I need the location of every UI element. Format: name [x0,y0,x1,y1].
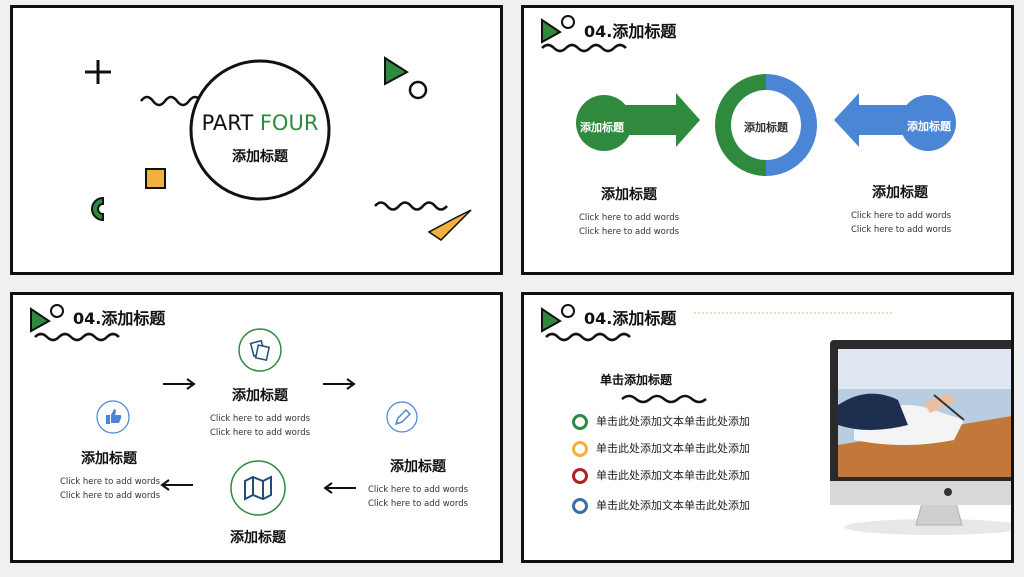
slide-list-monitor[interactable]: 04.添加标题 单击添加标题 单击此处添加文本单击此处添加单击此处添加文本单击此… [521,292,1014,563]
right-text-2: Click here to add words [367,499,469,509]
wave-line [34,332,120,342]
header-decor [541,15,956,176]
list-item-text: 单击此处添加文本单击此处添加 [596,469,750,482]
left-text-1: Click here to add words [578,213,680,223]
left-title: 添加标题 [81,451,137,467]
zigzag-line-2 [374,201,448,211]
left-circle [576,95,632,151]
circle-shape [561,15,575,29]
bullet-ring-icon [572,414,588,430]
list-item-text: 单击此处添加文本单击此处添加 [596,442,750,455]
left-title: 添加标题 [601,187,657,203]
left-text-2: Click here to add words [59,491,161,501]
part-subtitle: 添加标题 [232,149,288,165]
bullet-ring-icon [572,441,588,457]
slide4-graphics [541,304,1011,535]
subtitle-wave [621,394,707,404]
title-circle [189,59,331,201]
square-shape [145,168,166,189]
circle-shape [50,304,64,318]
decorations [85,56,472,241]
ring-left-half [715,74,766,176]
right-title: 添加标题 [390,459,446,475]
bottom-title: 添加标题 [230,530,286,546]
top-text-1: Click here to add words [209,414,311,424]
slide-cycle[interactable]: 04.添加标题 添加标题 Click here to add words Cli… [10,292,503,563]
top-text-2: Click here to add words [209,428,311,438]
top-title: 添加标题 [232,388,288,404]
list-subtitle: 单击添加标题 [599,373,672,387]
arc-shape [91,196,104,222]
left-text-1: Click here to add words [59,477,161,487]
ring-right-half [766,74,817,176]
bullet-ring-icon [572,468,588,484]
monitor-image [830,340,1011,535]
triangle-shape [541,18,562,44]
apple-logo-icon [944,488,952,496]
wave-line [545,332,631,342]
pencil-icon [386,401,418,433]
parallelogram-shape [427,209,472,241]
center-label: 添加标题 [744,121,788,134]
list-item-text: 单击此处添加文本单击此处添加 [596,499,750,512]
slide-arrows[interactable]: 04.添加标题 添加标题 添加标题 添加标题 添加标题 Click here t… [521,5,1014,275]
triangle-shape [541,307,562,333]
triangle-shape [384,56,409,86]
left-circle-label: 添加标题 [580,121,624,134]
cycle-arrows [160,378,356,494]
slide-header: 04.添加标题 [584,22,677,41]
triangle-shape [30,307,51,333]
right-circle [900,95,956,151]
right-circle-label: 添加标题 [907,120,951,133]
right-text-1: Click here to add words [850,211,952,221]
cycle-graphics [30,304,418,516]
circle-shape [408,80,428,100]
right-title: 添加标题 [872,185,928,201]
slide-header: 04.添加标题 [584,309,677,328]
right-text-1: Click here to add words [367,485,469,495]
left-text-2: Click here to add words [578,227,680,237]
circle-shape [561,304,575,318]
wave-line [541,43,627,53]
right-text-2: Click here to add words [850,225,952,235]
list-item-text: 单击此处添加文本单击此处添加 [596,415,750,428]
slide-header: 04.添加标题 [73,309,166,328]
part-title: PART FOUR [201,111,319,135]
slide-part-four[interactable]: PART FOUR 添加标题 [10,5,503,275]
map-icon [230,460,286,516]
bullet-ring-icon [572,498,588,514]
